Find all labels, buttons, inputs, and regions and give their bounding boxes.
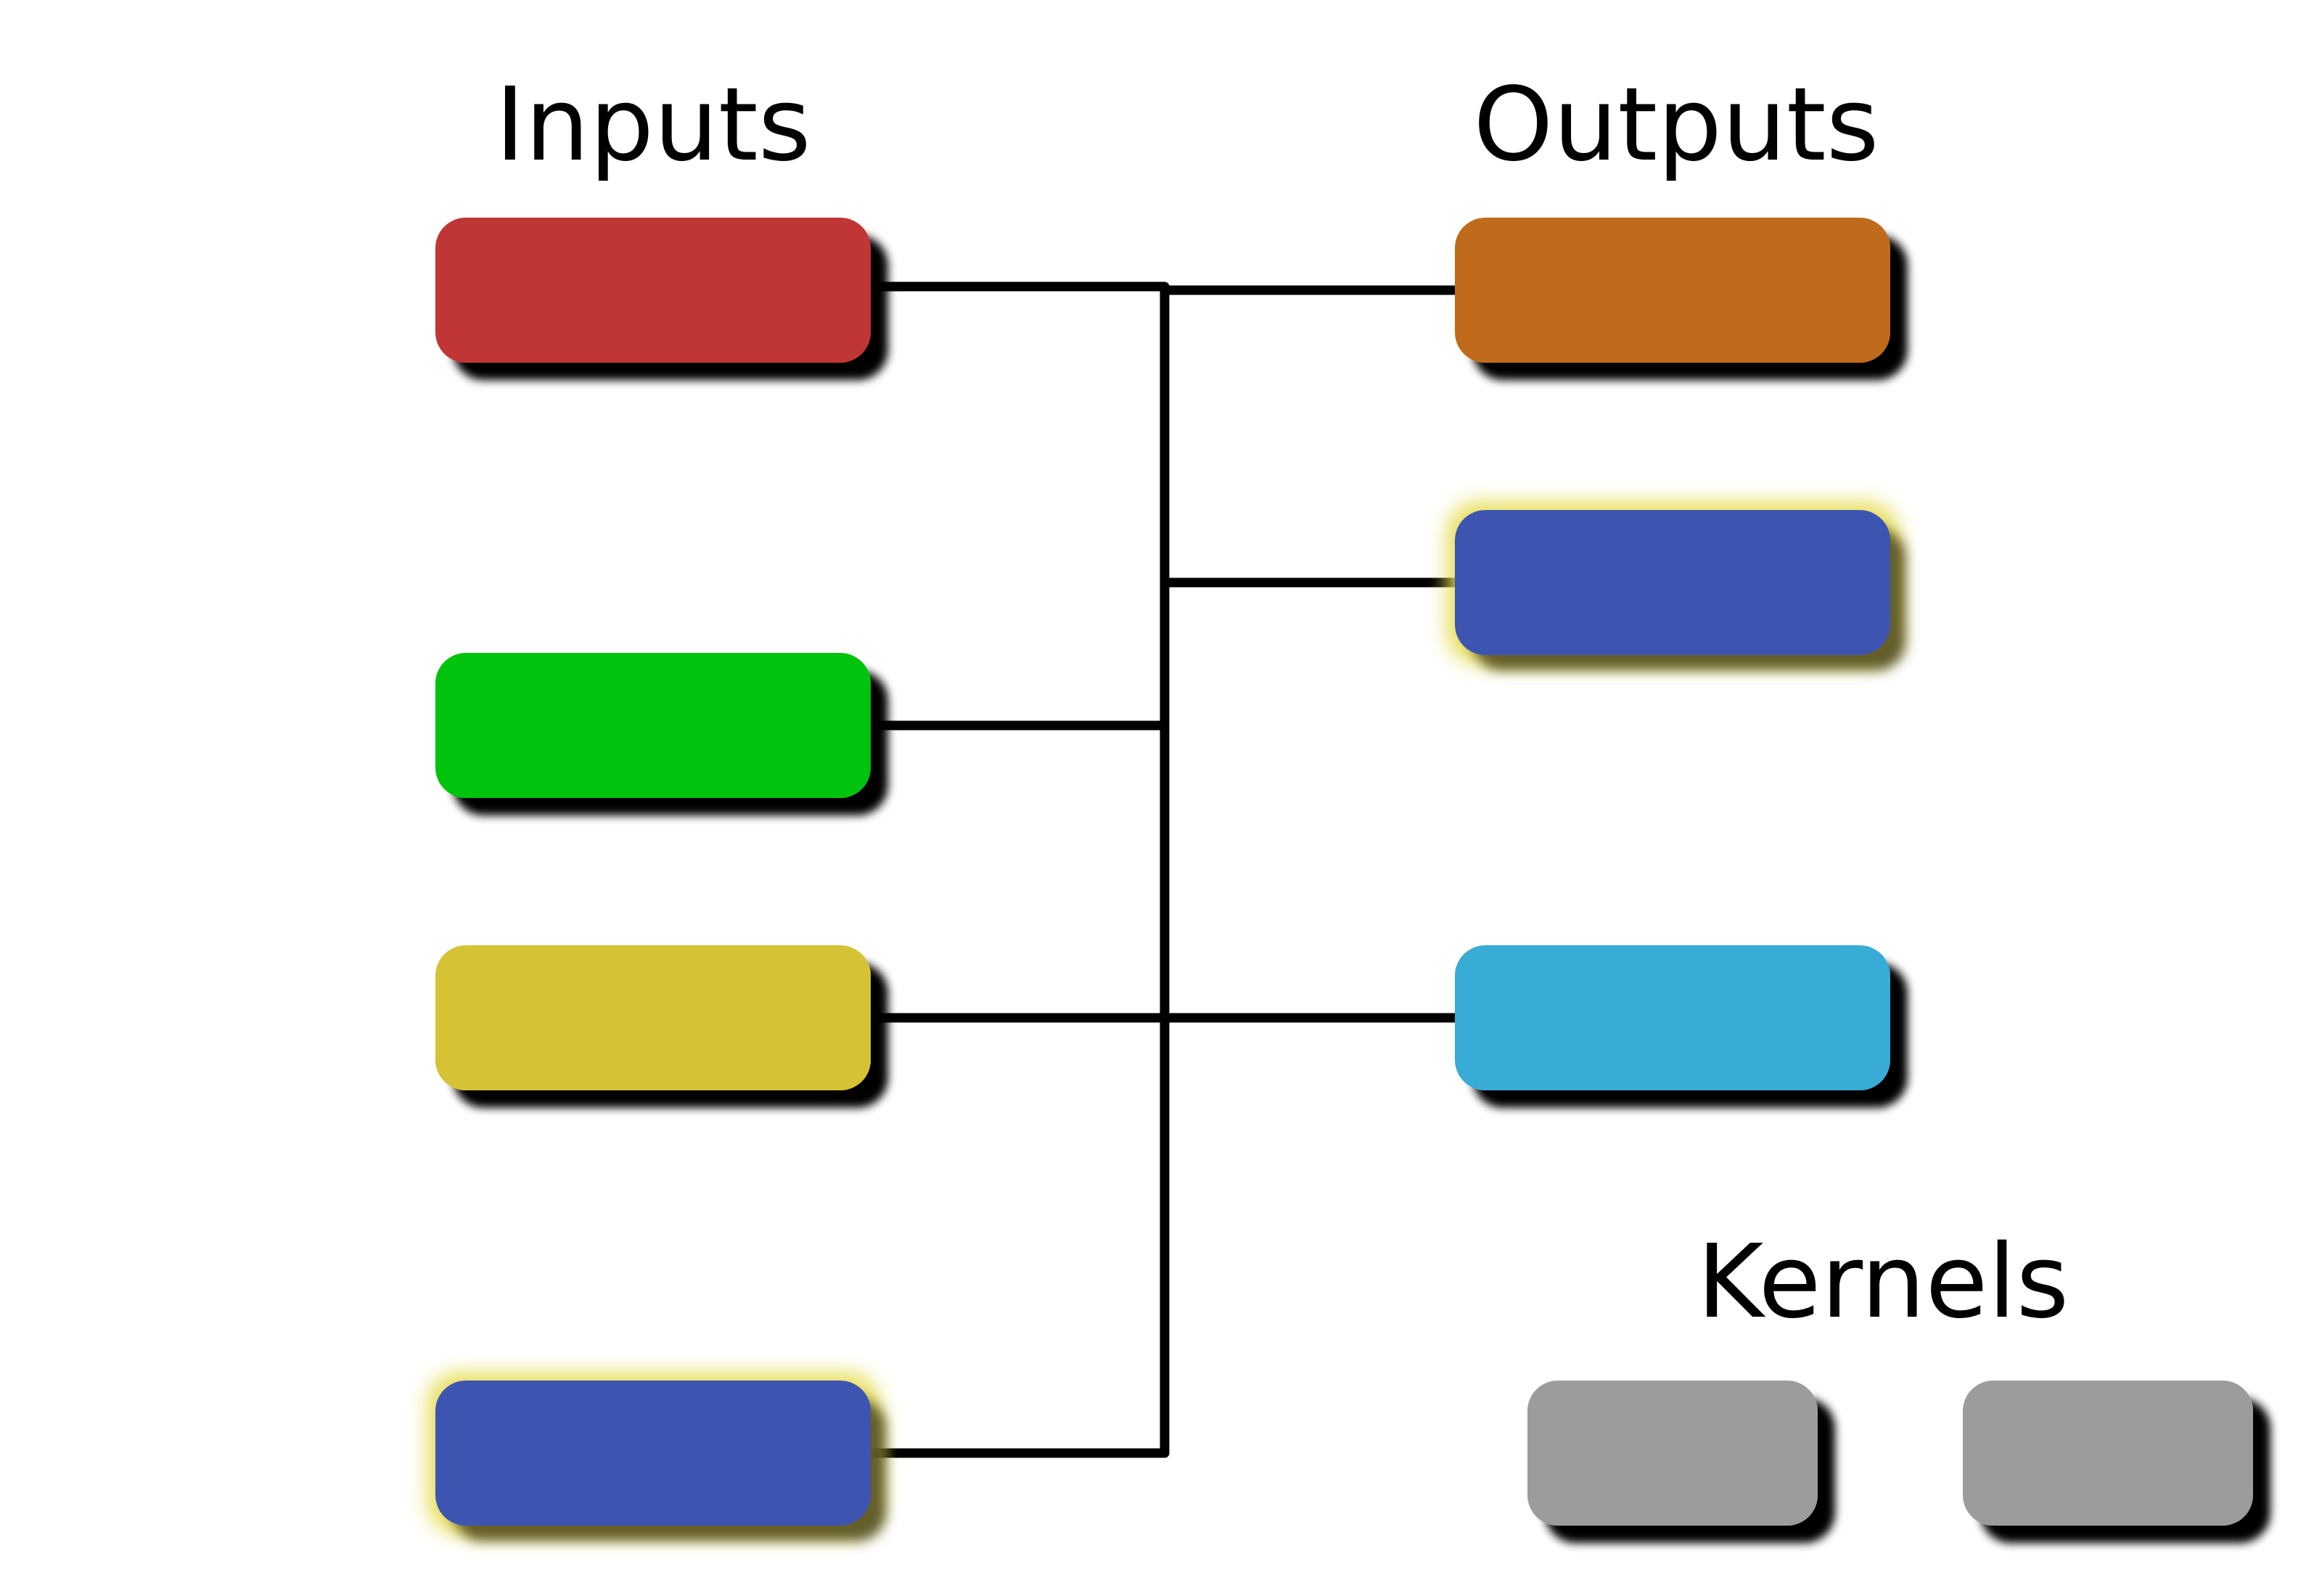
output-box-orange (1455, 218, 1890, 363)
input-box-red (435, 218, 871, 363)
kernel-box-2 (1963, 1381, 2253, 1526)
kernels-heading: Kernels (1697, 1223, 2069, 1341)
input-box-blue-highlighted (435, 1381, 871, 1526)
output-boxes (1455, 218, 1890, 1090)
input-box-yellow (435, 945, 871, 1090)
kernel-box-1 (1527, 1381, 1818, 1526)
kernel-boxes (1527, 1381, 2253, 1526)
output-box-cyan (1455, 945, 1890, 1090)
inputs-heading: Inputs (495, 66, 811, 184)
input-boxes (435, 218, 871, 1526)
output-box-blue-highlighted (1455, 510, 1890, 655)
connection-wires (866, 281, 1464, 1458)
input-box-green (435, 653, 871, 798)
outputs-heading: Outputs (1473, 66, 1879, 184)
